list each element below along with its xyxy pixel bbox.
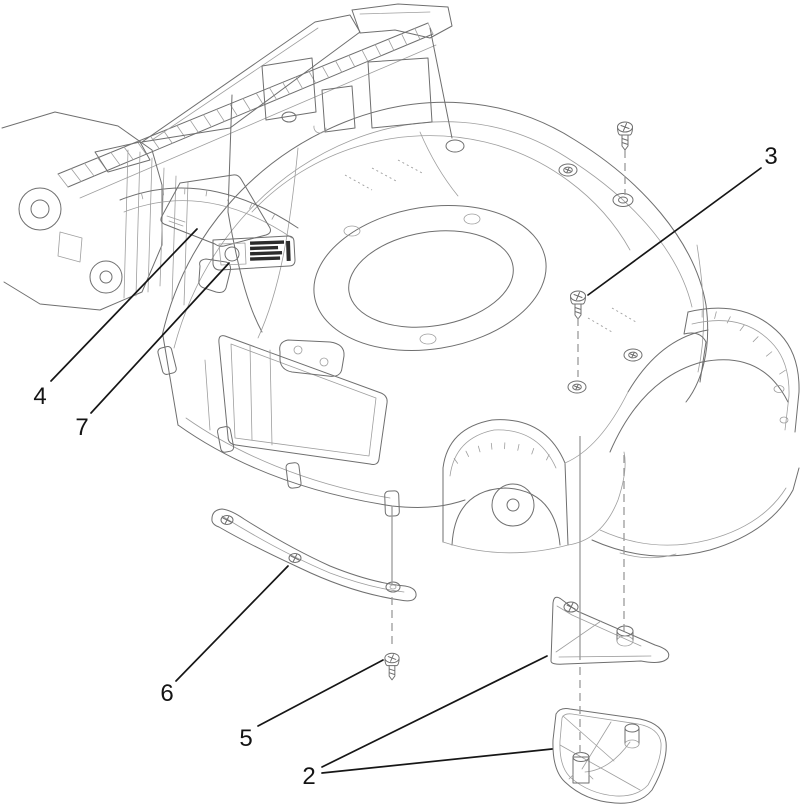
callouts-layer: 2 3 4 5 6 7 bbox=[33, 143, 777, 790]
assembly-axes-layer bbox=[391, 150, 626, 757]
leader-line-6 bbox=[175, 565, 289, 682]
deflector-part-2-lower bbox=[552, 708, 667, 804]
right-wheel-arch bbox=[564, 307, 800, 559]
callout-5: 5 bbox=[239, 725, 252, 752]
transmission-housing bbox=[1, 111, 299, 311]
leader-line-7 bbox=[90, 262, 230, 414]
decal-7-text-block bbox=[249, 240, 291, 261]
callout-7: 7 bbox=[75, 414, 88, 441]
callout-3: 3 bbox=[764, 143, 777, 170]
leader-line-5 bbox=[257, 659, 384, 727]
screw-part-3b bbox=[570, 290, 586, 320]
callout-2: 2 bbox=[302, 763, 315, 790]
leader-line-2 bbox=[321, 748, 553, 774]
screw-part-5 bbox=[384, 652, 400, 681]
leader-line-3 bbox=[587, 167, 762, 296]
screw-hole bbox=[612, 193, 634, 207]
decal-7-pictogram-circle bbox=[224, 246, 240, 262]
callout-6: 6 bbox=[160, 680, 173, 707]
screw-boss bbox=[558, 163, 578, 177]
screw-boss bbox=[623, 348, 643, 362]
deflector-part-2-upper bbox=[550, 596, 670, 665]
baffle-part-6 bbox=[211, 508, 417, 602]
decal-part-7 bbox=[212, 235, 296, 271]
deck-top bbox=[161, 101, 709, 403]
rear-handle-mount bbox=[57, 3, 465, 339]
mower-deck-housing-art bbox=[1, 3, 800, 804]
front-skirt bbox=[157, 335, 466, 517]
front-left-wheel-arch bbox=[442, 419, 569, 554]
screw-part-3a bbox=[617, 121, 633, 151]
callout-4: 4 bbox=[33, 383, 46, 410]
leader-line-2 bbox=[321, 655, 548, 768]
screw-boss bbox=[567, 380, 587, 394]
leader-lines-layer bbox=[50, 167, 762, 774]
decal-part-4 bbox=[160, 174, 271, 247]
leader-line-4 bbox=[50, 228, 198, 382]
decal-4-part-number-mark bbox=[166, 215, 186, 227]
